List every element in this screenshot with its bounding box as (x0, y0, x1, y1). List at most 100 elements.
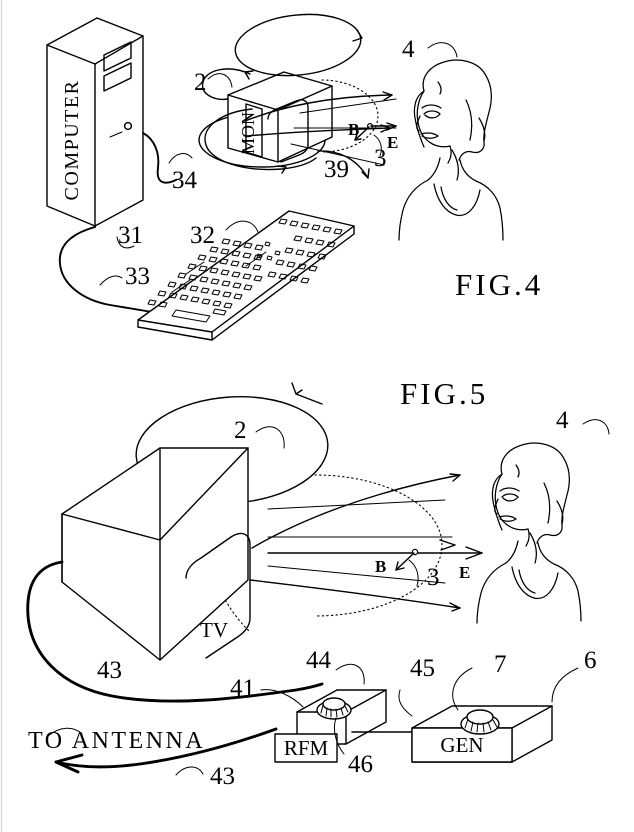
field-loop-lower-arrowhead (277, 165, 287, 174)
keyboard (137, 210, 355, 341)
person-face-profile-fig5 (494, 473, 529, 531)
fig5-callout-3-arc (408, 559, 419, 587)
callout-41: 41 (230, 675, 255, 702)
field-ray-1 (299, 98, 397, 114)
figure-5-caption: FIG.5 (400, 376, 488, 411)
person-jaw (447, 145, 452, 164)
callout-43-lower: 43 (210, 763, 235, 790)
fig5-ray-1 (267, 499, 446, 510)
figure-5: FIG.5 B (26, 376, 610, 790)
person-mouth-upper-fig5 (498, 515, 517, 520)
callout-2-fig5: 2 (234, 417, 247, 444)
person-neck-right (459, 159, 477, 182)
rfm-knob (316, 697, 352, 720)
tower-power-button (123, 121, 133, 131)
person-hair-strand-3 (451, 149, 459, 181)
person-nose (416, 115, 421, 132)
person-eye-lower-fig5 (502, 496, 519, 502)
person-eye-lower (424, 113, 441, 119)
person-jaw-fig5 (525, 528, 530, 547)
callout-4-fig4: 4 (402, 36, 415, 63)
to-antenna-label: TO ANTENNA (28, 728, 205, 754)
antenna-cable-arrowhead (54, 753, 84, 774)
fig5-flux-upper-head (449, 473, 461, 482)
person-hair-wisp-fig5 (515, 464, 520, 478)
person-hair-outline (422, 59, 492, 161)
field-loop-upper-arrow-fig5 (291, 382, 323, 405)
tv-label: TV (200, 618, 228, 642)
callout-39-arrowhead (361, 168, 370, 179)
fig5-e-vector-arrowhead (465, 546, 483, 560)
field-label-e-fig4: E (387, 133, 398, 152)
keyboard-leader-32 (225, 220, 259, 233)
television: TV (61, 447, 251, 661)
generator-unit: GEN (411, 705, 553, 763)
person-shoulder-right (475, 180, 504, 241)
field-label-e-fig5: E (459, 563, 470, 582)
callout-39-leader (317, 150, 369, 179)
callout-6: 6 (584, 647, 597, 674)
rfm-label: RFM (284, 736, 329, 760)
rfm-front-panel (274, 733, 338, 763)
b-vector-arrowhead (354, 133, 362, 141)
fig5-ray-3 (267, 565, 446, 584)
b-vector-shaft (354, 126, 370, 141)
field-loop-lower (204, 108, 317, 171)
person-neckline-fig5 (511, 566, 559, 600)
callout-31: 31 (118, 222, 143, 249)
figure-4: COMPUTER 31 34 33 (46, 13, 543, 341)
fig4-field-lines: B E 3 39 (201, 13, 398, 183)
flux-arrow-upper-head (382, 91, 393, 101)
field-boundary-dotted-fig5 (314, 474, 443, 617)
field-boundary-dotted (321, 79, 379, 153)
field-loop-upper-arrowhead (352, 29, 363, 42)
person-hair-strand-2-fig5 (556, 500, 564, 525)
antenna-cable-leader-lower (175, 766, 204, 776)
monitor-faceplate (245, 103, 263, 158)
person-neckline (433, 183, 481, 217)
monitor-leader-2 (207, 73, 233, 88)
person-eye-upper-fig5 (501, 493, 519, 498)
person-leader-4-fig5 (582, 419, 610, 435)
person-eyebrow-fig5 (499, 487, 520, 492)
person-hair-wisp (437, 81, 442, 95)
antenna-cable-lower (54, 727, 278, 769)
callout-43-upper: 43 (97, 657, 122, 684)
rf-modulator-unit: RFM (274, 689, 387, 763)
gen-knob-leader-7 (452, 667, 473, 711)
monitor-cable (142, 132, 177, 184)
tower-drive-bay-1 (103, 41, 132, 72)
person-neckline-inner-fig5 (518, 569, 536, 594)
tower-power-led (109, 131, 123, 138)
field-loop-left-arrowhead (244, 70, 254, 80)
rfm-leader-46 (333, 717, 345, 755)
keyboard-front-edge (137, 319, 213, 341)
person-shoulder-right-fig5 (553, 563, 582, 622)
person-fig5 (476, 442, 582, 624)
keyboard-cable (58, 226, 153, 313)
person-face-profile (416, 90, 451, 148)
field-ray-3 (290, 143, 385, 166)
callout-34: 34 (172, 167, 198, 194)
person-neckline-inner (440, 186, 458, 211)
rfm-knob-top (322, 697, 346, 711)
person-hair-outline-fig5 (500, 442, 570, 544)
monitor-label: MON (238, 112, 258, 154)
monitor: MON (198, 71, 333, 168)
callout-3-fig4: 3 (374, 145, 387, 172)
tv-screen-bezel (185, 532, 251, 659)
callout-33: 33 (125, 263, 150, 290)
callout-3-fig5: 3 (427, 564, 440, 591)
person-nose-fig5 (494, 498, 499, 515)
gen-knob-top (466, 709, 494, 725)
cable-leader-33 (99, 275, 123, 286)
person-shoulder-left (398, 179, 429, 241)
field-loop-left (201, 68, 251, 101)
figure-4-caption: FIG.4 (455, 267, 543, 302)
tv-leader-2 (255, 426, 285, 449)
keyboard-right-edge (211, 225, 355, 341)
person-hair-strand-1 (465, 99, 473, 141)
antenna-cable-leader-upper (47, 727, 83, 737)
